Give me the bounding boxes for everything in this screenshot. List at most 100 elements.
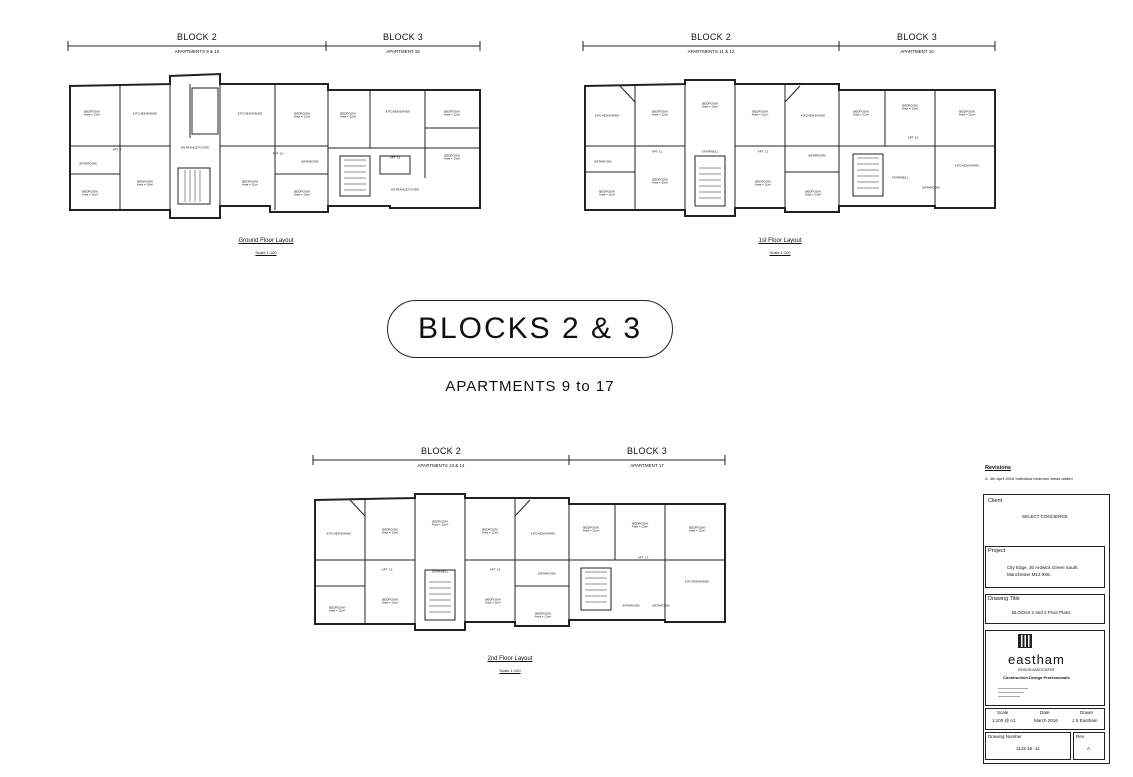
date-label: Date [1040,710,1050,715]
room-label: APT. 16 [907,135,919,140]
room-label: KITCHEN/DINING [385,109,411,114]
rev-box [1073,732,1105,760]
room-label: KITCHEN/DINING [594,113,620,118]
block-3-apartments: APARTMENT 15 [386,49,420,54]
company-box [985,630,1105,706]
drawing-number-label: Drawing Number [988,734,1022,739]
title-block [983,494,1110,764]
scale-value: 1:100 @ A1 [992,718,1016,723]
block-2-label: BLOCK 2 [176,32,218,42]
drawing-title-box [985,594,1105,624]
room-label: APT. 11 [651,149,663,154]
first-floor-plan: BLOCK 2 APARTMENTS 11 & 12 BLOCK 3 APART… [575,28,1015,268]
block-3-apartments: APARTMENT 17 [630,463,664,468]
rev-label: Rev [1076,734,1085,739]
project-box [985,546,1105,588]
plan-title: 1st Floor Layout [758,238,802,244]
block-2-label: BLOCK 2 [420,446,462,456]
room-label: ENTRANCE FOYER [181,145,209,150]
plan-title: Ground Floor Layout [238,238,294,244]
block-2-label: BLOCK 2 [690,32,732,42]
drawing-number-box [985,732,1071,760]
plan-scale: Scale 1:100 [255,250,277,255]
scale-date-drawn-row [985,708,1105,730]
room-label: BATHROOM [594,159,612,164]
block-2-apartments: APARTMENTS 9 & 10 [174,49,220,54]
room-label: APT. 10 [272,151,284,156]
plan-scale: Scale 1:100 [769,250,791,255]
drawing-subtitle: APARTMENTS 9 to 17 [445,378,615,395]
contact-details [990,684,1100,703]
room-label: BATHROOM [652,603,670,608]
date-value: March 2016 [1034,718,1058,723]
company-name: eastham [1008,652,1065,667]
first-floor-drawing [582,41,996,217]
drawing-main-title: BLOCKS 2 & 3 [417,312,643,345]
company-subtitle: DESIGN ASSOCIATES [1018,668,1055,672]
drawing-title-label: Drawing Title [988,596,1020,602]
room-label: KITCHEN/DINING [684,579,710,584]
block-3-label: BLOCK 3 [896,32,938,42]
room-label: APT. 17 [637,555,649,560]
room-label: BATHROOM [301,159,319,164]
room-label: BATHROOM [622,603,640,608]
client-name: SELECT CONCIERGE [1022,514,1068,519]
plan-title: 2nd Floor Layout [487,656,533,662]
room-label: STAIRWELL [431,569,449,574]
drawing-title-value: BLOCKS 2 and 3 Floor Plans [1012,610,1071,615]
room-label: APT. 12 [757,149,769,154]
room-label: KITCHEN/DINING [132,111,158,116]
rev-value: A [1087,746,1091,751]
building-logo-icon [1018,634,1032,648]
company-tagline: Construction Design Professionals [1003,675,1070,680]
revisions-heading: Revisions [985,465,1011,471]
plan-scale: Scale 1:100 [499,668,521,673]
room-label: BATHROOM [538,571,556,576]
room-label: APT. 13 [381,567,393,572]
client-label: Client [988,498,1003,504]
revision-entry: A. 4th April 2016 Individual bedroom are… [985,476,1073,481]
block-3-label: BLOCK 3 [626,446,668,456]
block-3-label: BLOCK 3 [382,32,424,42]
project-label: Project [988,548,1006,554]
block-2-apartments: APARTMENTS 13 & 14 [417,463,465,468]
second-floor-plan: BLOCK 2 APARTMENTS 13 & 14 BLOCK 3 APART… [305,442,745,682]
room-label: BATHROOM [922,185,940,190]
ground-floor-drawing [67,41,481,219]
room-label: BATHROOM [808,153,826,158]
title-frame [387,300,673,358]
room-label: STAIRWELL [891,175,909,180]
room-label: KITCHEN/DINING [800,113,826,118]
project-address-line2: Manchester M13 9XE. [1007,572,1052,577]
room-label: APT. 9 [112,147,122,152]
room-label: KITCHEN/DINING [530,531,556,536]
drawing-number-value: 1143-16 -11 [1016,746,1040,751]
